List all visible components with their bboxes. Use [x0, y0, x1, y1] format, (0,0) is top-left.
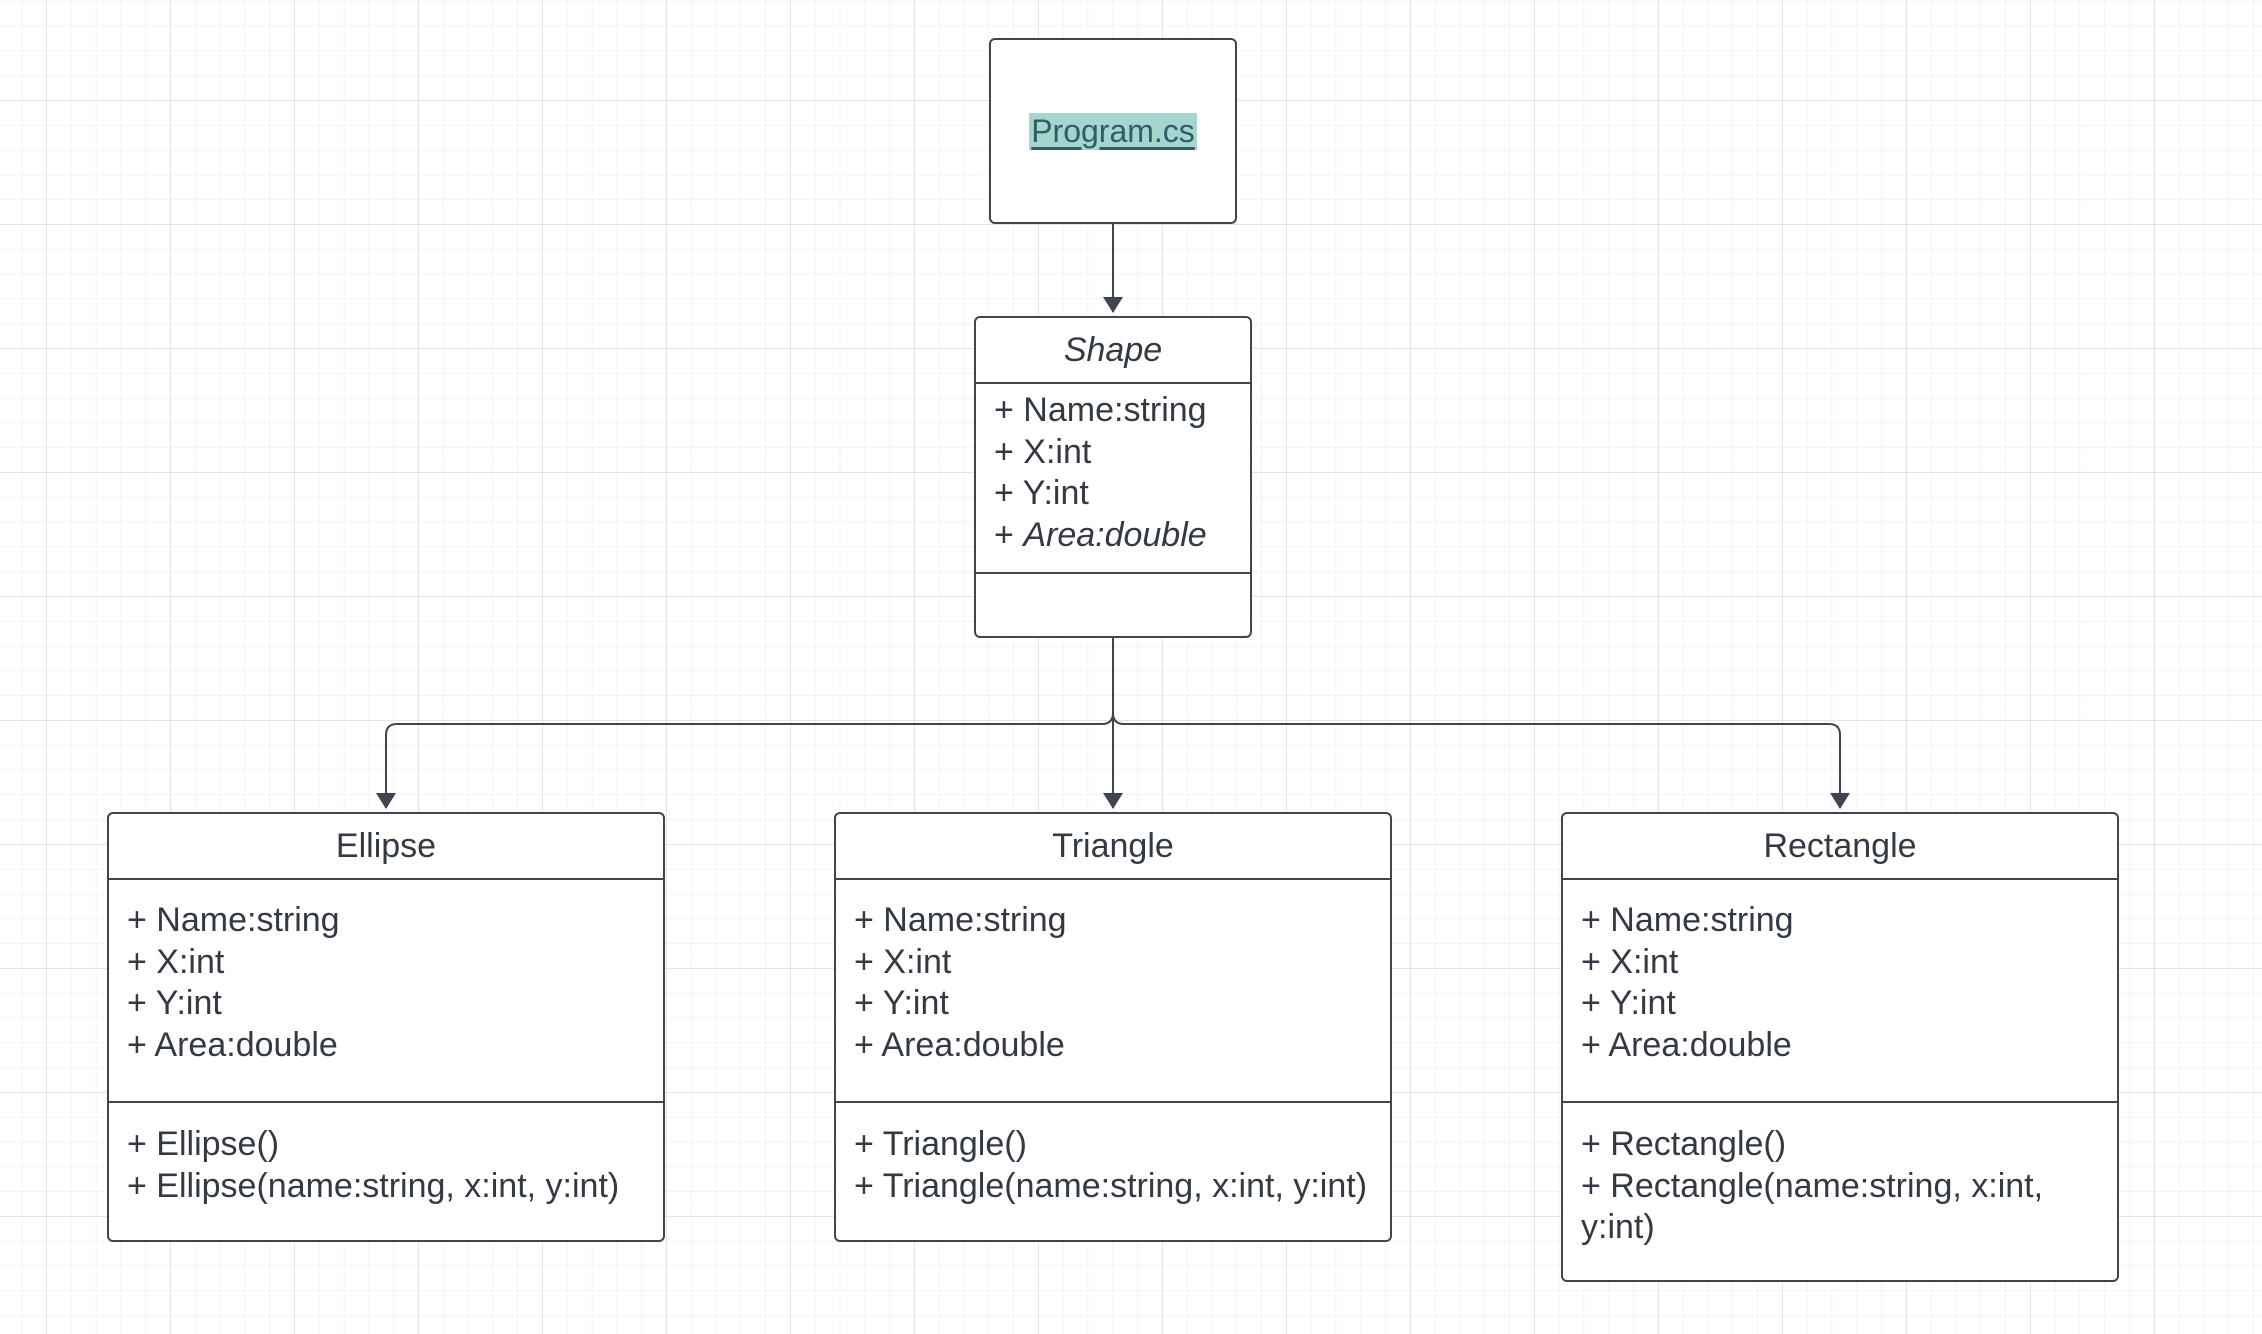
ellipse-class-box[interactable]: Ellipse + Name:string + X:int + Y:int + … — [107, 812, 665, 1242]
shape-to-ellipse-arrow[interactable] — [376, 638, 1114, 809]
attribute: + X:int — [127, 942, 225, 981]
methods-section — [976, 574, 1250, 636]
attributes-section: + Name:string + X:int + Y:int + Area:dou… — [1563, 880, 2117, 1103]
methods-section: + Ellipse() + Ellipse(name:string, x:int… — [109, 1103, 663, 1240]
attribute: + X:int — [994, 432, 1092, 471]
class-name: Ellipse — [109, 814, 663, 880]
program-cs-link[interactable]: Program.cs — [1029, 112, 1197, 150]
abstract-attribute: + Area:double — [994, 515, 1232, 557]
attribute: + Name:string — [854, 901, 1067, 939]
methods-section: + Rectangle() + Rectangle(name:string, x… — [1563, 1103, 2117, 1280]
method: + Triangle() — [854, 1125, 1027, 1163]
method: + Rectangle(name:string, x:int, y:int) — [1581, 1166, 2044, 1247]
class-name: Triangle — [836, 814, 1390, 880]
attribute: + Y:int — [854, 984, 949, 1022]
class-name: Rectangle — [1563, 814, 2117, 880]
attribute: + X:int — [854, 942, 952, 981]
shape-to-rectangle-arrow[interactable] — [1112, 638, 1850, 809]
method: + Triangle(name:string, x:int, y:int) — [854, 1166, 1368, 1205]
attribute: + X:int — [1581, 942, 1679, 981]
attributes-section: + Name:string + X:int + Y:int + Area:dou… — [836, 880, 1390, 1103]
attribute: + Area:double — [854, 1025, 1065, 1064]
rectangle-class-box[interactable]: Rectangle + Name:string + X:int + Y:int … — [1561, 812, 2119, 1282]
attribute: + Name:string — [1581, 901, 1794, 939]
attribute: + Name:string — [994, 391, 1207, 429]
attribute: + Name:string — [127, 901, 340, 939]
method: + Ellipse(name:string, x:int, y:int) — [127, 1166, 620, 1205]
methods-section: + Triangle() + Triangle(name:string, x:i… — [836, 1103, 1390, 1240]
attribute: + Y:int — [127, 984, 222, 1022]
shape-class-box[interactable]: Shape + Name:string + X:int + Y:int + Ar… — [974, 316, 1252, 638]
attribute: + Y:int — [1581, 984, 1676, 1022]
class-name: Shape — [976, 318, 1250, 384]
attribute: + Area:double — [1581, 1025, 1792, 1064]
attributes-section: + Name:string + X:int + Y:int + Area:dou… — [109, 880, 663, 1103]
method: + Rectangle() — [1581, 1125, 1787, 1163]
attribute-visibility: + — [994, 515, 1024, 554]
program-cs-note[interactable]: Program.cs — [989, 38, 1237, 224]
attribute-text: Area:double — [1023, 515, 1207, 554]
attribute: + Area:double — [127, 1025, 338, 1064]
method: + Ellipse() — [127, 1125, 280, 1163]
triangle-class-box[interactable]: Triangle + Name:string + X:int + Y:int +… — [834, 812, 1392, 1242]
attribute: + Y:int — [994, 474, 1089, 512]
attributes-section: + Name:string + X:int + Y:int + Area:dou… — [976, 384, 1250, 574]
